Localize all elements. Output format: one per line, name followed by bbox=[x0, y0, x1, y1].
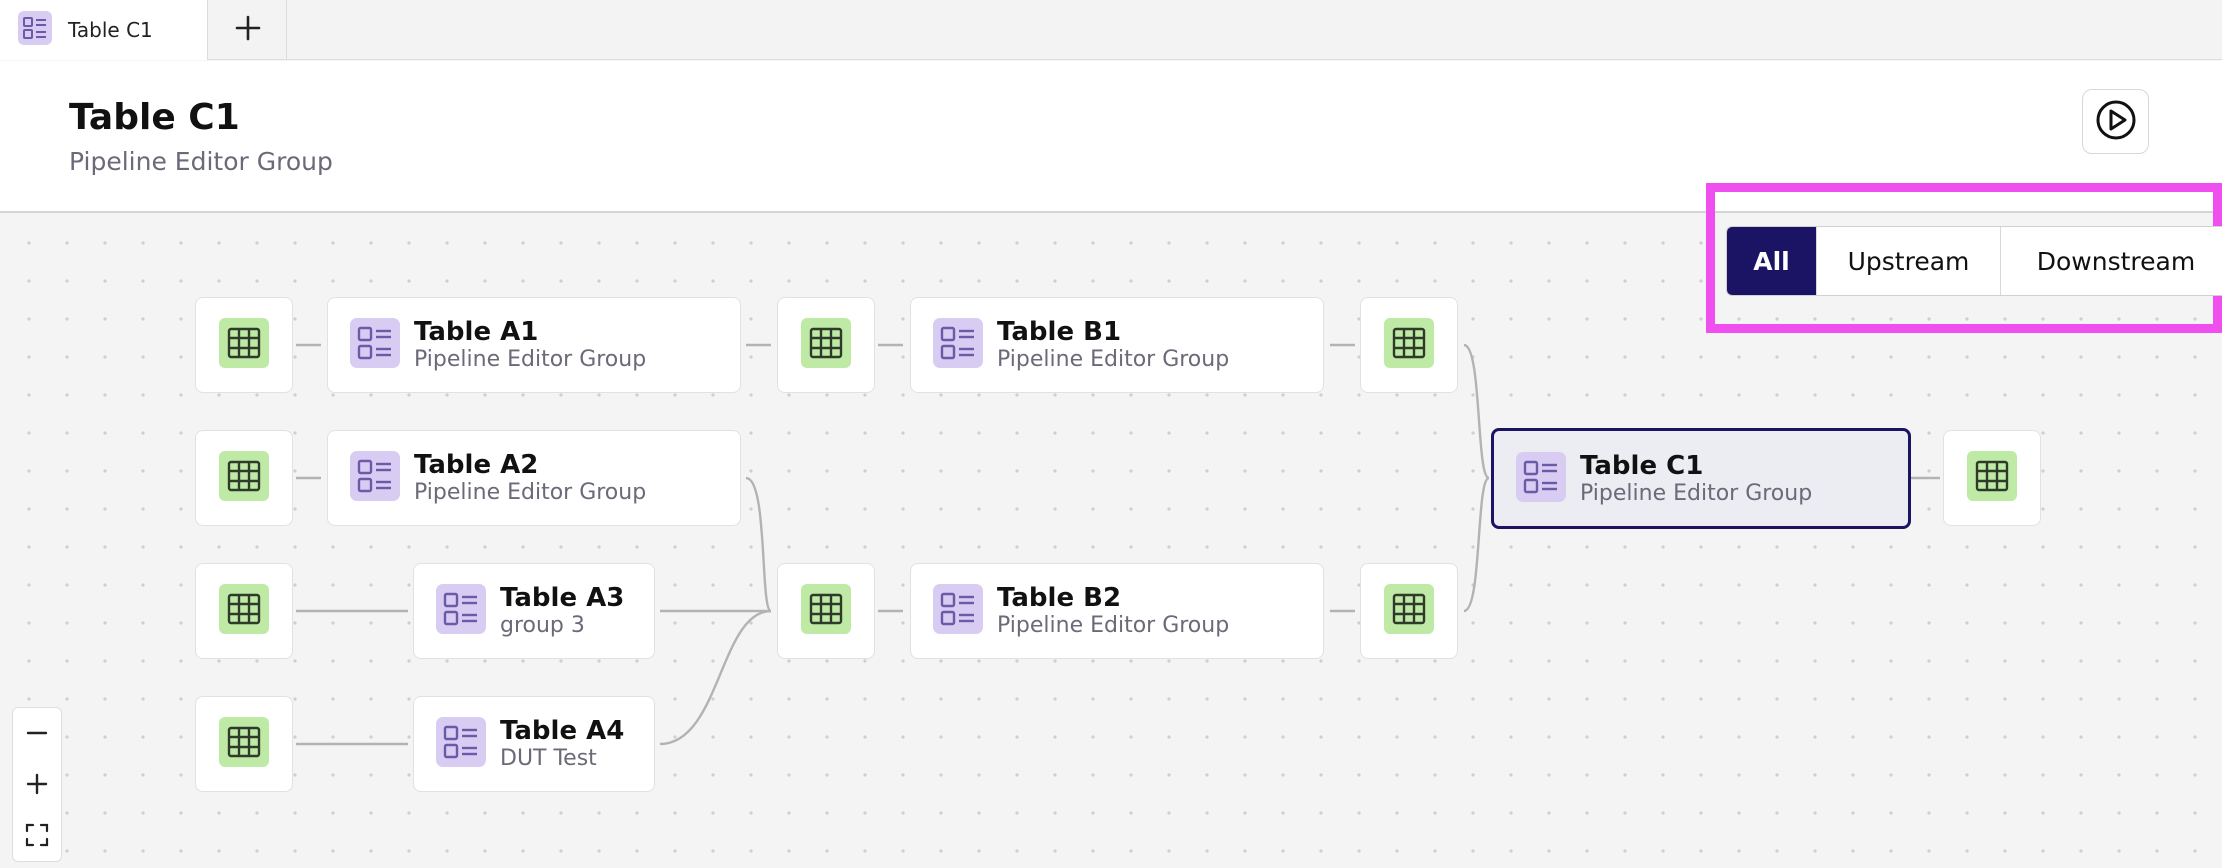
pipeline-icon bbox=[18, 11, 52, 49]
zoom-out-button[interactable] bbox=[13, 710, 61, 760]
pipeline-icon bbox=[350, 318, 400, 372]
plus-icon bbox=[235, 15, 261, 45]
tab-table-c1[interactable]: Table C1 bbox=[0, 0, 208, 60]
plus-icon bbox=[26, 773, 48, 799]
table-node-a3[interactable]: Table A3 group 3 bbox=[413, 563, 655, 659]
dataset-table-icon bbox=[801, 318, 851, 372]
new-tab-button[interactable] bbox=[209, 0, 287, 60]
node-name: Table A4 bbox=[500, 716, 625, 746]
node-name: Table B2 bbox=[997, 583, 1122, 613]
node-name: Table A1 bbox=[414, 317, 539, 347]
node-name: Table A3 bbox=[500, 583, 625, 613]
pipeline-icon bbox=[436, 717, 486, 771]
dataset-node[interactable] bbox=[777, 563, 875, 659]
dataset-node[interactable] bbox=[195, 430, 293, 526]
pipeline-icon bbox=[1516, 451, 1566, 506]
zoom-in-button[interactable] bbox=[13, 761, 61, 811]
fit-view-icon bbox=[25, 823, 49, 851]
table-node-a2[interactable]: Table A2 Pipeline Editor Group bbox=[327, 430, 741, 526]
page-title: Table C1 bbox=[69, 97, 240, 138]
zoom-controls bbox=[12, 707, 62, 862]
dataset-node[interactable] bbox=[195, 563, 293, 659]
dataset-node[interactable] bbox=[1360, 563, 1458, 659]
filter-upstream-button[interactable]: Upstream bbox=[1817, 227, 2001, 295]
play-circle-icon bbox=[2095, 99, 2137, 145]
dataset-table-icon bbox=[801, 584, 851, 638]
pipeline-icon bbox=[933, 318, 983, 372]
table-node-c1-selected[interactable]: Table C1 Pipeline Editor Group bbox=[1491, 428, 1911, 529]
dataset-table-icon bbox=[219, 451, 269, 505]
dataset-table-icon bbox=[219, 584, 269, 638]
dataset-node[interactable] bbox=[1943, 430, 2041, 526]
fit-view-button[interactable] bbox=[13, 812, 61, 862]
node-name: Table A2 bbox=[414, 450, 539, 480]
pipeline-icon bbox=[436, 584, 486, 638]
table-node-b1[interactable]: Table B1 Pipeline Editor Group bbox=[910, 297, 1324, 393]
node-group: Pipeline Editor Group bbox=[997, 613, 1230, 638]
node-group: group 3 bbox=[500, 613, 585, 638]
page-subtitle: Pipeline Editor Group bbox=[69, 147, 333, 176]
dataset-node[interactable] bbox=[195, 297, 293, 393]
node-group: Pipeline Editor Group bbox=[414, 480, 647, 505]
pipeline-icon bbox=[933, 584, 983, 638]
node-name: Table B1 bbox=[997, 317, 1122, 347]
filter-downstream-button[interactable]: Downstream bbox=[2001, 227, 2222, 295]
lineage-filter: All Upstream Downstream bbox=[1726, 226, 2222, 296]
dataset-table-icon bbox=[1384, 318, 1434, 372]
dataset-table-icon bbox=[1384, 584, 1434, 638]
dataset-node[interactable] bbox=[777, 297, 875, 393]
table-node-a1[interactable]: Table A1 Pipeline Editor Group bbox=[327, 297, 741, 393]
node-name: Table C1 bbox=[1580, 450, 1704, 481]
tab-label: Table C1 bbox=[68, 18, 153, 42]
dataset-table-icon bbox=[219, 318, 269, 372]
filter-all-button[interactable]: All bbox=[1727, 227, 1817, 295]
pipeline-icon bbox=[350, 451, 400, 505]
minus-icon bbox=[26, 722, 48, 748]
tab-bar: Table C1 bbox=[0, 0, 2222, 60]
table-node-a4[interactable]: Table A4 DUT Test bbox=[413, 696, 655, 792]
node-group: Pipeline Editor Group bbox=[1580, 480, 1813, 506]
node-group: Pipeline Editor Group bbox=[997, 347, 1230, 372]
dataset-node[interactable] bbox=[195, 696, 293, 792]
table-node-b2[interactable]: Table B2 Pipeline Editor Group bbox=[910, 563, 1324, 659]
node-group: DUT Test bbox=[500, 746, 597, 771]
dataset-table-icon bbox=[1967, 451, 2017, 505]
dataset-node[interactable] bbox=[1360, 297, 1458, 393]
node-group: Pipeline Editor Group bbox=[414, 347, 647, 372]
dataset-table-icon bbox=[219, 717, 269, 771]
run-button[interactable] bbox=[2082, 89, 2149, 154]
